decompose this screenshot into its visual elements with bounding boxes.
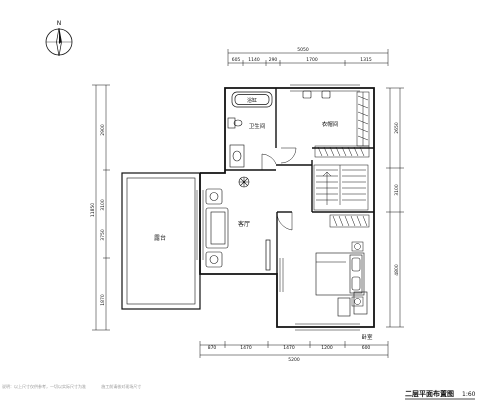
staircase-icon bbox=[313, 164, 369, 211]
left-dim-3: 3750 bbox=[100, 229, 106, 241]
sofa-icon bbox=[205, 207, 229, 249]
bottom-dimension bbox=[199, 341, 389, 358]
bottom-dim-1: 870 bbox=[208, 345, 217, 351]
bottom-dim-3: 1470 bbox=[283, 345, 295, 351]
exterior-walls bbox=[199, 87, 375, 328]
desk-icon bbox=[337, 291, 368, 317]
bedroom-window-frame bbox=[279, 258, 284, 292]
room-label-terrace: 露台 bbox=[154, 234, 166, 242]
room-label-wardrobe: 衣帽间 bbox=[322, 120, 339, 128]
top-dim-4: 1700 bbox=[306, 57, 318, 63]
armchair-icons bbox=[205, 188, 223, 268]
footnote-line-1: 说明：以上尺寸仅供参考，一切以实际尺寸为准 bbox=[2, 384, 86, 389]
windows bbox=[196, 84, 360, 331]
footnote-line-2: 施工前请核对现场尺寸 bbox=[101, 384, 142, 389]
north-label: N bbox=[57, 20, 62, 27]
bathroom-door-icon bbox=[261, 153, 277, 170]
left-dim-1: 2900 bbox=[100, 124, 106, 136]
right-dim-3: 4800 bbox=[394, 264, 400, 276]
stools-icon bbox=[302, 90, 331, 99]
tv-cabinet-icon bbox=[265, 239, 271, 271]
top-dim-2: 1140 bbox=[248, 57, 260, 63]
right-dimension bbox=[386, 87, 404, 328]
wardrobe-hanging-rail-icon bbox=[356, 91, 370, 147]
bathtub-icon bbox=[231, 91, 273, 108]
top-total-dim: 5050 bbox=[297, 47, 309, 53]
room-label-bedroom: 卧室 bbox=[361, 333, 373, 341]
room-label-living: 客厅 bbox=[238, 220, 250, 228]
bottom-total-dim: 5200 bbox=[288, 357, 300, 363]
wardrobe-door-icon bbox=[280, 147, 297, 164]
left-dim-4: 1870 bbox=[100, 294, 106, 306]
footnote: 说明：以上尺寸仅供参考，一切以实际尺寸为准 施工前请核对现场尺寸 bbox=[2, 384, 155, 390]
left-dim-2: 3100 bbox=[100, 199, 106, 211]
top-dimension bbox=[227, 49, 389, 66]
toilet-icon bbox=[227, 117, 243, 129]
drawing-title: 二层平面布置图 bbox=[405, 389, 454, 398]
bed-icon bbox=[315, 252, 365, 296]
nightstand-icons bbox=[351, 241, 364, 307]
north-arrow-icon bbox=[45, 27, 73, 57]
bathtub-label: 浴缸 bbox=[247, 97, 257, 104]
top-dim-3: 290 bbox=[269, 57, 278, 63]
top-dim-1: 605 bbox=[232, 57, 241, 63]
drawing-scale: 1:60 bbox=[462, 391, 476, 398]
left-dimension bbox=[92, 84, 110, 331]
right-dim-1: 2650 bbox=[394, 122, 400, 134]
top-dim-5: 1315 bbox=[360, 57, 372, 63]
bottom-dim-4: 1200 bbox=[321, 345, 333, 351]
right-dim-2: 3100 bbox=[394, 184, 400, 196]
sink-icon bbox=[229, 144, 245, 168]
bottom-dim-2: 1470 bbox=[240, 345, 252, 351]
left-total-dim: 11850 bbox=[90, 203, 96, 217]
interior-walls bbox=[225, 88, 374, 274]
plant-icon bbox=[238, 176, 250, 188]
bedroom-door-icon bbox=[276, 212, 293, 231]
bottom-dim-5: 600 bbox=[362, 345, 371, 351]
room-label-bathroom: 卫生间 bbox=[249, 122, 266, 130]
wardrobe-cabinet-icon bbox=[314, 145, 370, 158]
wardrobe-closet-icon bbox=[329, 214, 370, 228]
